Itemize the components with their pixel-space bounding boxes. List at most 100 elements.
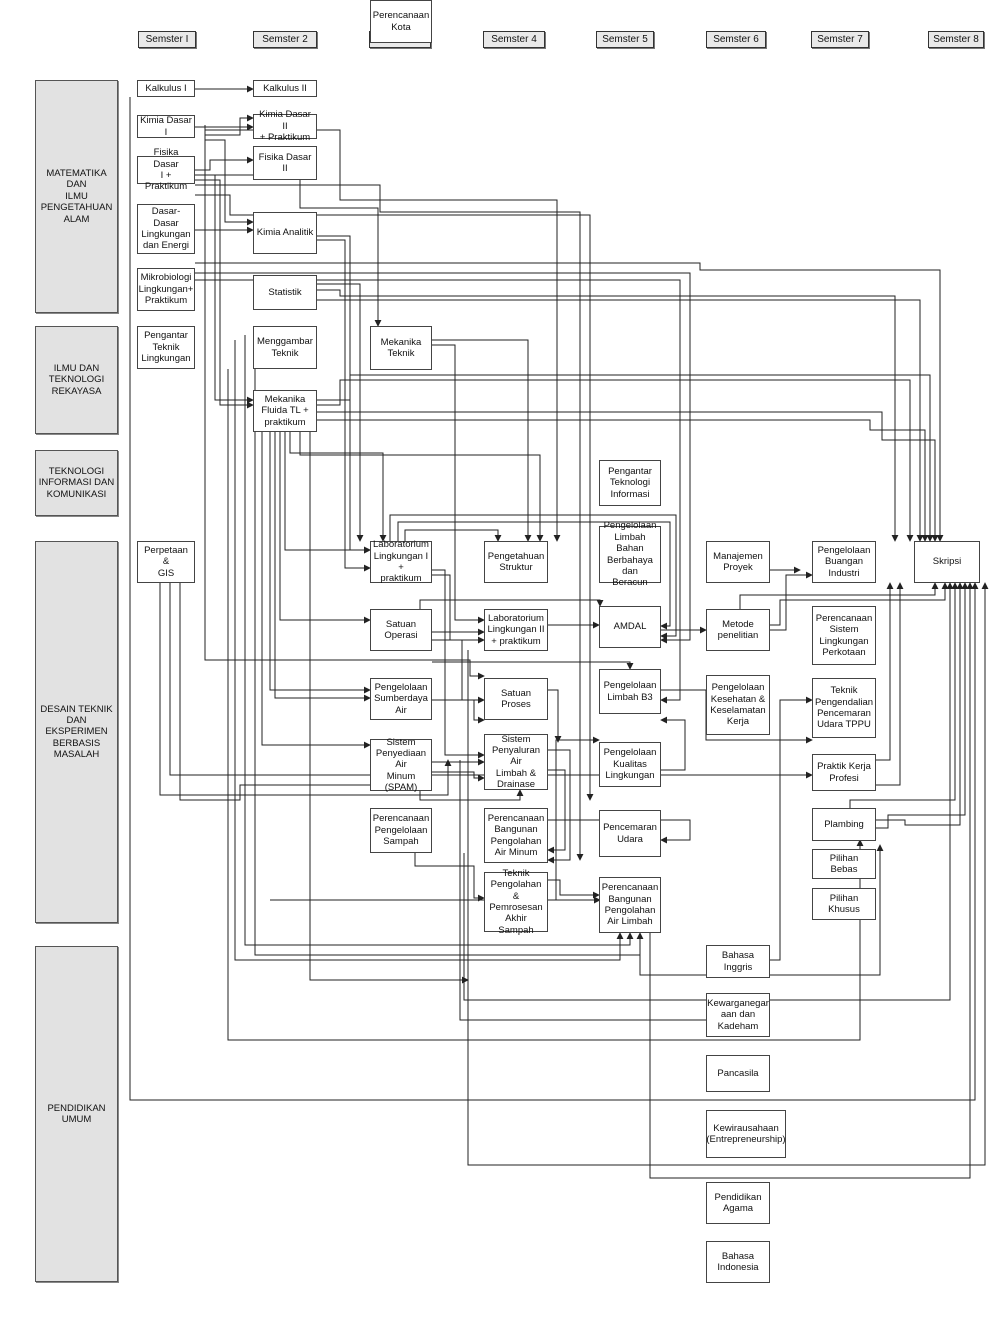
course-metode-penelitian[interactable]: Metode penelitian: [706, 609, 770, 651]
course-kewarganegaraan[interactable]: Kewarganegar aan dan Kadeham: [706, 993, 770, 1037]
prerequisite-arrow: [129, 97, 979, 1101]
area-information-technology: TEKNOLOGI INFORMASI DAN KOMUNIKASI: [35, 450, 118, 516]
course-pengetahuan-struktur[interactable]: Pengetahuan Struktur: [484, 541, 548, 583]
course-perencanaan-kota[interactable]: Perencanaan Kota: [370, 0, 432, 43]
course-pencemaran-udara[interactable]: Pencemaran Udara: [599, 810, 661, 857]
semester-8-header: Semster 8: [928, 31, 984, 48]
prerequisite-arrow: [317, 379, 914, 542]
course-perencanaan-pengelolaan-sampah[interactable]: Perencanaan Pengelolaan Sampah: [370, 808, 432, 853]
course-menggambar-teknik[interactable]: Menggambar Teknik: [253, 326, 317, 369]
course-plambing[interactable]: Plambing: [812, 808, 876, 841]
prerequisite-arrow: [159, 583, 452, 796]
prerequisite-arrow: [195, 272, 691, 644]
prerequisite-arrow: [467, 582, 989, 1166]
course-dasar-lingkungan-energi[interactable]: Dasar-Dasar Lingkungan dan Energi: [137, 204, 195, 254]
prerequisite-arrow: [389, 514, 677, 640]
prerequisite-connectors: [129, 85, 989, 1179]
course-pengantar-teknologi-informasi[interactable]: Pengantar Teknologi Informasi: [599, 460, 661, 506]
course-statistik[interactable]: Statistik: [253, 275, 317, 310]
prerequisite-arrow: [459, 760, 721, 1024]
course-praktik-kerja-profesi[interactable]: Praktik Kerja Profesi: [812, 754, 876, 791]
area-engineering-design: DESAIN TEKNIK DAN EKSPERIMEN BERBASIS MA…: [35, 541, 118, 923]
prerequisite-arrow: [432, 339, 532, 542]
prerequisite-arrow: [195, 279, 681, 704]
course-pancasila[interactable]: Pancasila: [706, 1055, 770, 1092]
prerequisite-arrow: [432, 639, 485, 704]
course-bahasa-inggris[interactable]: Bahasa Inggris: [706, 945, 770, 978]
prerequisite-arrow: [770, 696, 813, 961]
course-sistem-penyaluran-air-limbah[interactable]: Sistem Penyaluran Air Limbah & Drainase: [484, 734, 548, 790]
course-kalkulus-1[interactable]: Kalkulus I: [137, 80, 195, 97]
semester-6-header: Semster 6: [706, 31, 766, 48]
course-mikrobiologi[interactable]: Mikrobiologi Lingkungan+ Praktikum: [137, 268, 195, 311]
course-skripsi[interactable]: Skripsi: [914, 541, 980, 583]
course-fisika-dasar-1[interactable]: Fisika Dasar I + Praktikum: [137, 147, 195, 192]
course-pengelolaan-limbah-b3[interactable]: Pengelolaan Limbah B3: [599, 669, 661, 714]
course-fisika-dasar-2[interactable]: Fisika Dasar II: [253, 146, 317, 180]
prerequisite-arrow: [548, 689, 562, 743]
prerequisite-arrow: [432, 344, 485, 624]
prerequisite-arrow: [195, 262, 944, 542]
course-limbah-bahan-berbahaya[interactable]: Pengelolaan Limbah Bahan Berbahaya dan B…: [599, 520, 661, 588]
course-mekanika-fluida[interactable]: Mekanika Fluida TL + praktikum: [253, 390, 317, 432]
course-kimia-analitik[interactable]: Kimia Analitik: [253, 212, 317, 254]
course-pengelolaan-buangan-industri[interactable]: Pengelolaan Buangan Industri: [812, 541, 876, 583]
course-pengelolaan-sumberdaya-air[interactable]: Pengelolaan Sumberdaya Air: [370, 678, 432, 720]
course-kesehatan-keselamatan-kerja[interactable]: Pengelolaan Kesehatan & Keselamatan Kerj…: [706, 675, 770, 735]
course-kewirausahaan[interactable]: Kewirausahaan (Entrepreneurship): [706, 1110, 786, 1158]
course-pendidikan-agama[interactable]: Pendidikan Agama: [706, 1182, 770, 1224]
course-amdal[interactable]: AMDAL: [599, 606, 661, 648]
course-kimia-dasar-1[interactable]: Kimia Dasar I: [137, 115, 195, 138]
prerequisite-arrow: [274, 432, 371, 702]
prerequisite-arrow: [205, 114, 254, 136]
prerequisite-arrow: [169, 583, 813, 779]
course-teknik-pengolahan-sampah[interactable]: Teknik Pengolahan & Pemrosesan Akhir Sam…: [484, 868, 548, 936]
course-perencanaan-sistem-lingkungan-perkotaan[interactable]: Perencanaan Sistem Lingkungan Perkotaan: [812, 606, 876, 665]
course-spam[interactable]: Sistem Penyediaan Air Minum (SPAM): [370, 737, 432, 793]
prerequisite-arrow: [548, 879, 600, 899]
area-mathematics-natural-science: MATEMATIKA DAN ILMU PENGETAHUAN ALAM: [35, 80, 118, 313]
course-kalkulus-2[interactable]: Kalkulus II: [253, 80, 317, 97]
prerequisite-arrow: [284, 432, 371, 554]
prerequisite-arrow: [317, 419, 929, 542]
prerequisite-arrow: [269, 432, 371, 694]
prerequisite-arrow: [739, 582, 939, 609]
prerequisite-arrow: [432, 699, 485, 724]
prerequisite-arrow: [876, 582, 904, 786]
prerequisite-arrow: [649, 582, 974, 1179]
course-pengelolaan-kualitas-lingkungan[interactable]: Pengelolaan Kualitas Lingkungan: [599, 742, 661, 787]
prerequisite-arrow: [195, 174, 254, 404]
prerequisite-arrow: [279, 432, 371, 624]
prerequisite-arrow: [195, 184, 584, 861]
area-engineering-science: ILMU DAN TEKNOLOGI REKAYASA: [35, 326, 118, 434]
prerequisite-arrow: [419, 599, 604, 609]
course-pilihan-bebas[interactable]: Pilihan Bebas: [812, 849, 876, 879]
prerequisite-arrow: [876, 582, 969, 829]
course-bangunan-pengolahan-air-minum[interactable]: Perencanaan Bangunan Pengolahan Air Minu…: [484, 808, 548, 863]
course-mekanika-teknik[interactable]: Mekanika Teknik: [370, 326, 432, 370]
course-tppu[interactable]: Teknik Pengendalian Pencemaran Udara TPP…: [812, 678, 876, 738]
course-pengantar-teknik-lingkungan[interactable]: Pengantar Teknik Lingkungan: [137, 326, 195, 369]
prerequisite-arrow: [204, 125, 485, 680]
semester-2-header: Semster 2: [253, 31, 317, 48]
course-laboratorium-lingkungan-1[interactable]: Laboratorium Lingkungan I + praktikum: [370, 539, 432, 584]
prerequisite-arrow: [179, 583, 401, 801]
prerequisite-arrow: [317, 289, 899, 542]
course-bangunan-pengolahan-air-limbah[interactable]: Perencanaan Bangunan Pengolahan Air Limb…: [599, 877, 661, 933]
course-bahasa-indonesia[interactable]: Bahasa Indonesia: [706, 1241, 770, 1283]
course-pilihan-khusus[interactable]: Pilihan Khusus: [812, 888, 876, 920]
area-general-education: PENDIDIKAN UMUM: [35, 946, 118, 1282]
course-kimia-dasar-2[interactable]: Kimia Dasar II + Praktikum: [253, 109, 317, 143]
prerequisite-arrow: [404, 529, 502, 542]
prerequisite-arrow: [770, 571, 813, 631]
course-satuan-operasi[interactable]: Satuan Operasi: [370, 609, 432, 651]
course-laboratorium-lingkungan-2[interactable]: Laboratorium Lingkungan II + praktikum: [484, 609, 548, 651]
prerequisite-arrow: [876, 582, 964, 826]
course-manajemen-proyek[interactable]: Manajemen Proyek: [706, 541, 770, 583]
semester-1-header: Semster I: [138, 31, 196, 48]
course-perpetaan-gis[interactable]: Perpetaan & GIS: [137, 541, 195, 583]
prerequisite-arrow: [195, 179, 254, 409]
semester-7-header: Semster 7: [811, 31, 869, 48]
course-satuan-proses[interactable]: Satuan Proses: [484, 678, 548, 720]
